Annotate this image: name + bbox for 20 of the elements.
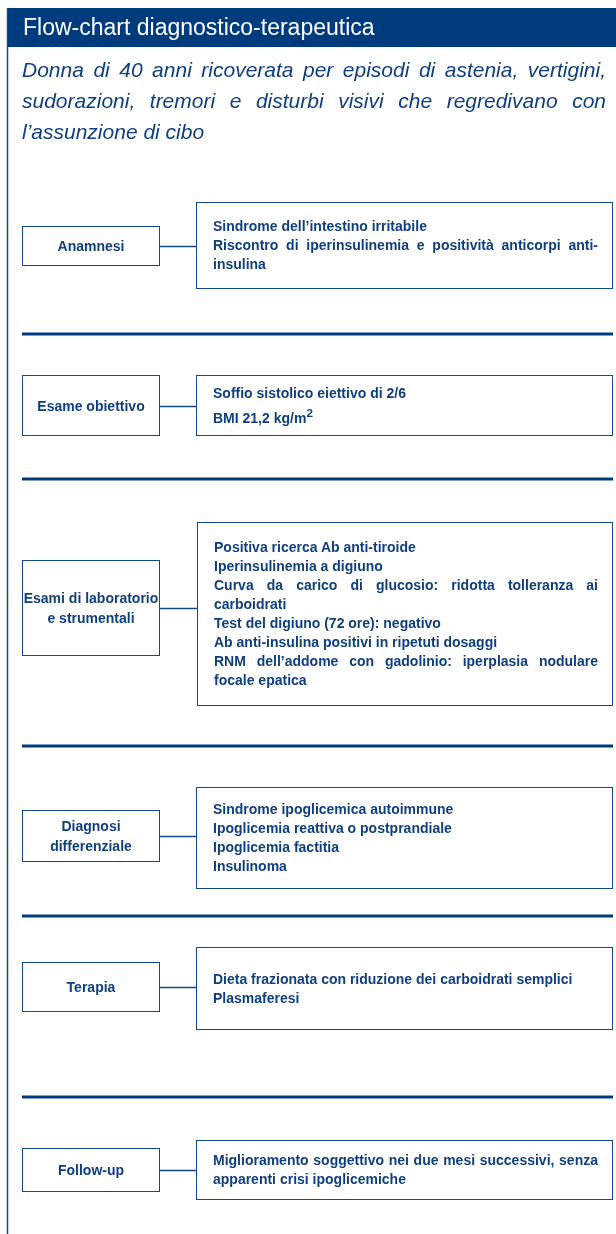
step-box: Esami di laboratorio e strumentali: [22, 560, 160, 656]
step-box: Terapia: [22, 962, 160, 1012]
findings-box: Dieta frazionata con riduzione dei carboidrati semplici Plasmaferesi: [196, 947, 613, 1030]
connector-line: [159, 835, 197, 838]
step-box: Follow-up: [22, 1148, 160, 1192]
step-box: Anamnesi: [22, 226, 160, 266]
findings-box: Soffio sistolico eiettivo di 2/6 BMI 21,2 kg/m$^{2}$: [196, 375, 613, 436]
title-bar: Flow-chart diagnostico-terapeutica: [8, 8, 616, 47]
findings-box: Sindrome dell’intestino irritabile Riscontro di iperinsulinemia e positività anticorpi anti-insulina: [196, 202, 613, 289]
step-box: Diagnosi differenziale: [22, 810, 160, 862]
findings-box: Positiva ricerca Ab anti-tiroide Iperinsulinemia a digiuno Curva da carico di glucosio: ridotta tolleranza ai carboidrati Test del digiuno (72 ore): negativo Ab anti-insulina positivi in ripetuti dosaggi RNM dell’addome con gadolinio: iperplasia nodulare focale epatica: [197, 522, 613, 706]
findings-box: Miglioramento soggettivo nei due mesi successivi, senza apparenti crisi ipoglicemiche: [196, 1140, 613, 1200]
connector-line: [159, 986, 197, 989]
connector-line: [159, 245, 197, 248]
connector-line: [159, 405, 197, 408]
findings-box: Sindrome ipoglicemica autoimmune Ipoglicemia reattiva o postprandiale Ipoglicemia factitia Insulinoma: [196, 787, 613, 889]
connector-line: [159, 1169, 197, 1172]
case-description: Donna di 40 anni ricoverata per episodi di astenia, vertigini, sudorazioni, tremori e disturbi visivi che regredivano con l’assunzione di cibo: [22, 57, 606, 145]
connector-line: [159, 607, 198, 610]
step-box: Esame obiettivo: [22, 375, 160, 436]
